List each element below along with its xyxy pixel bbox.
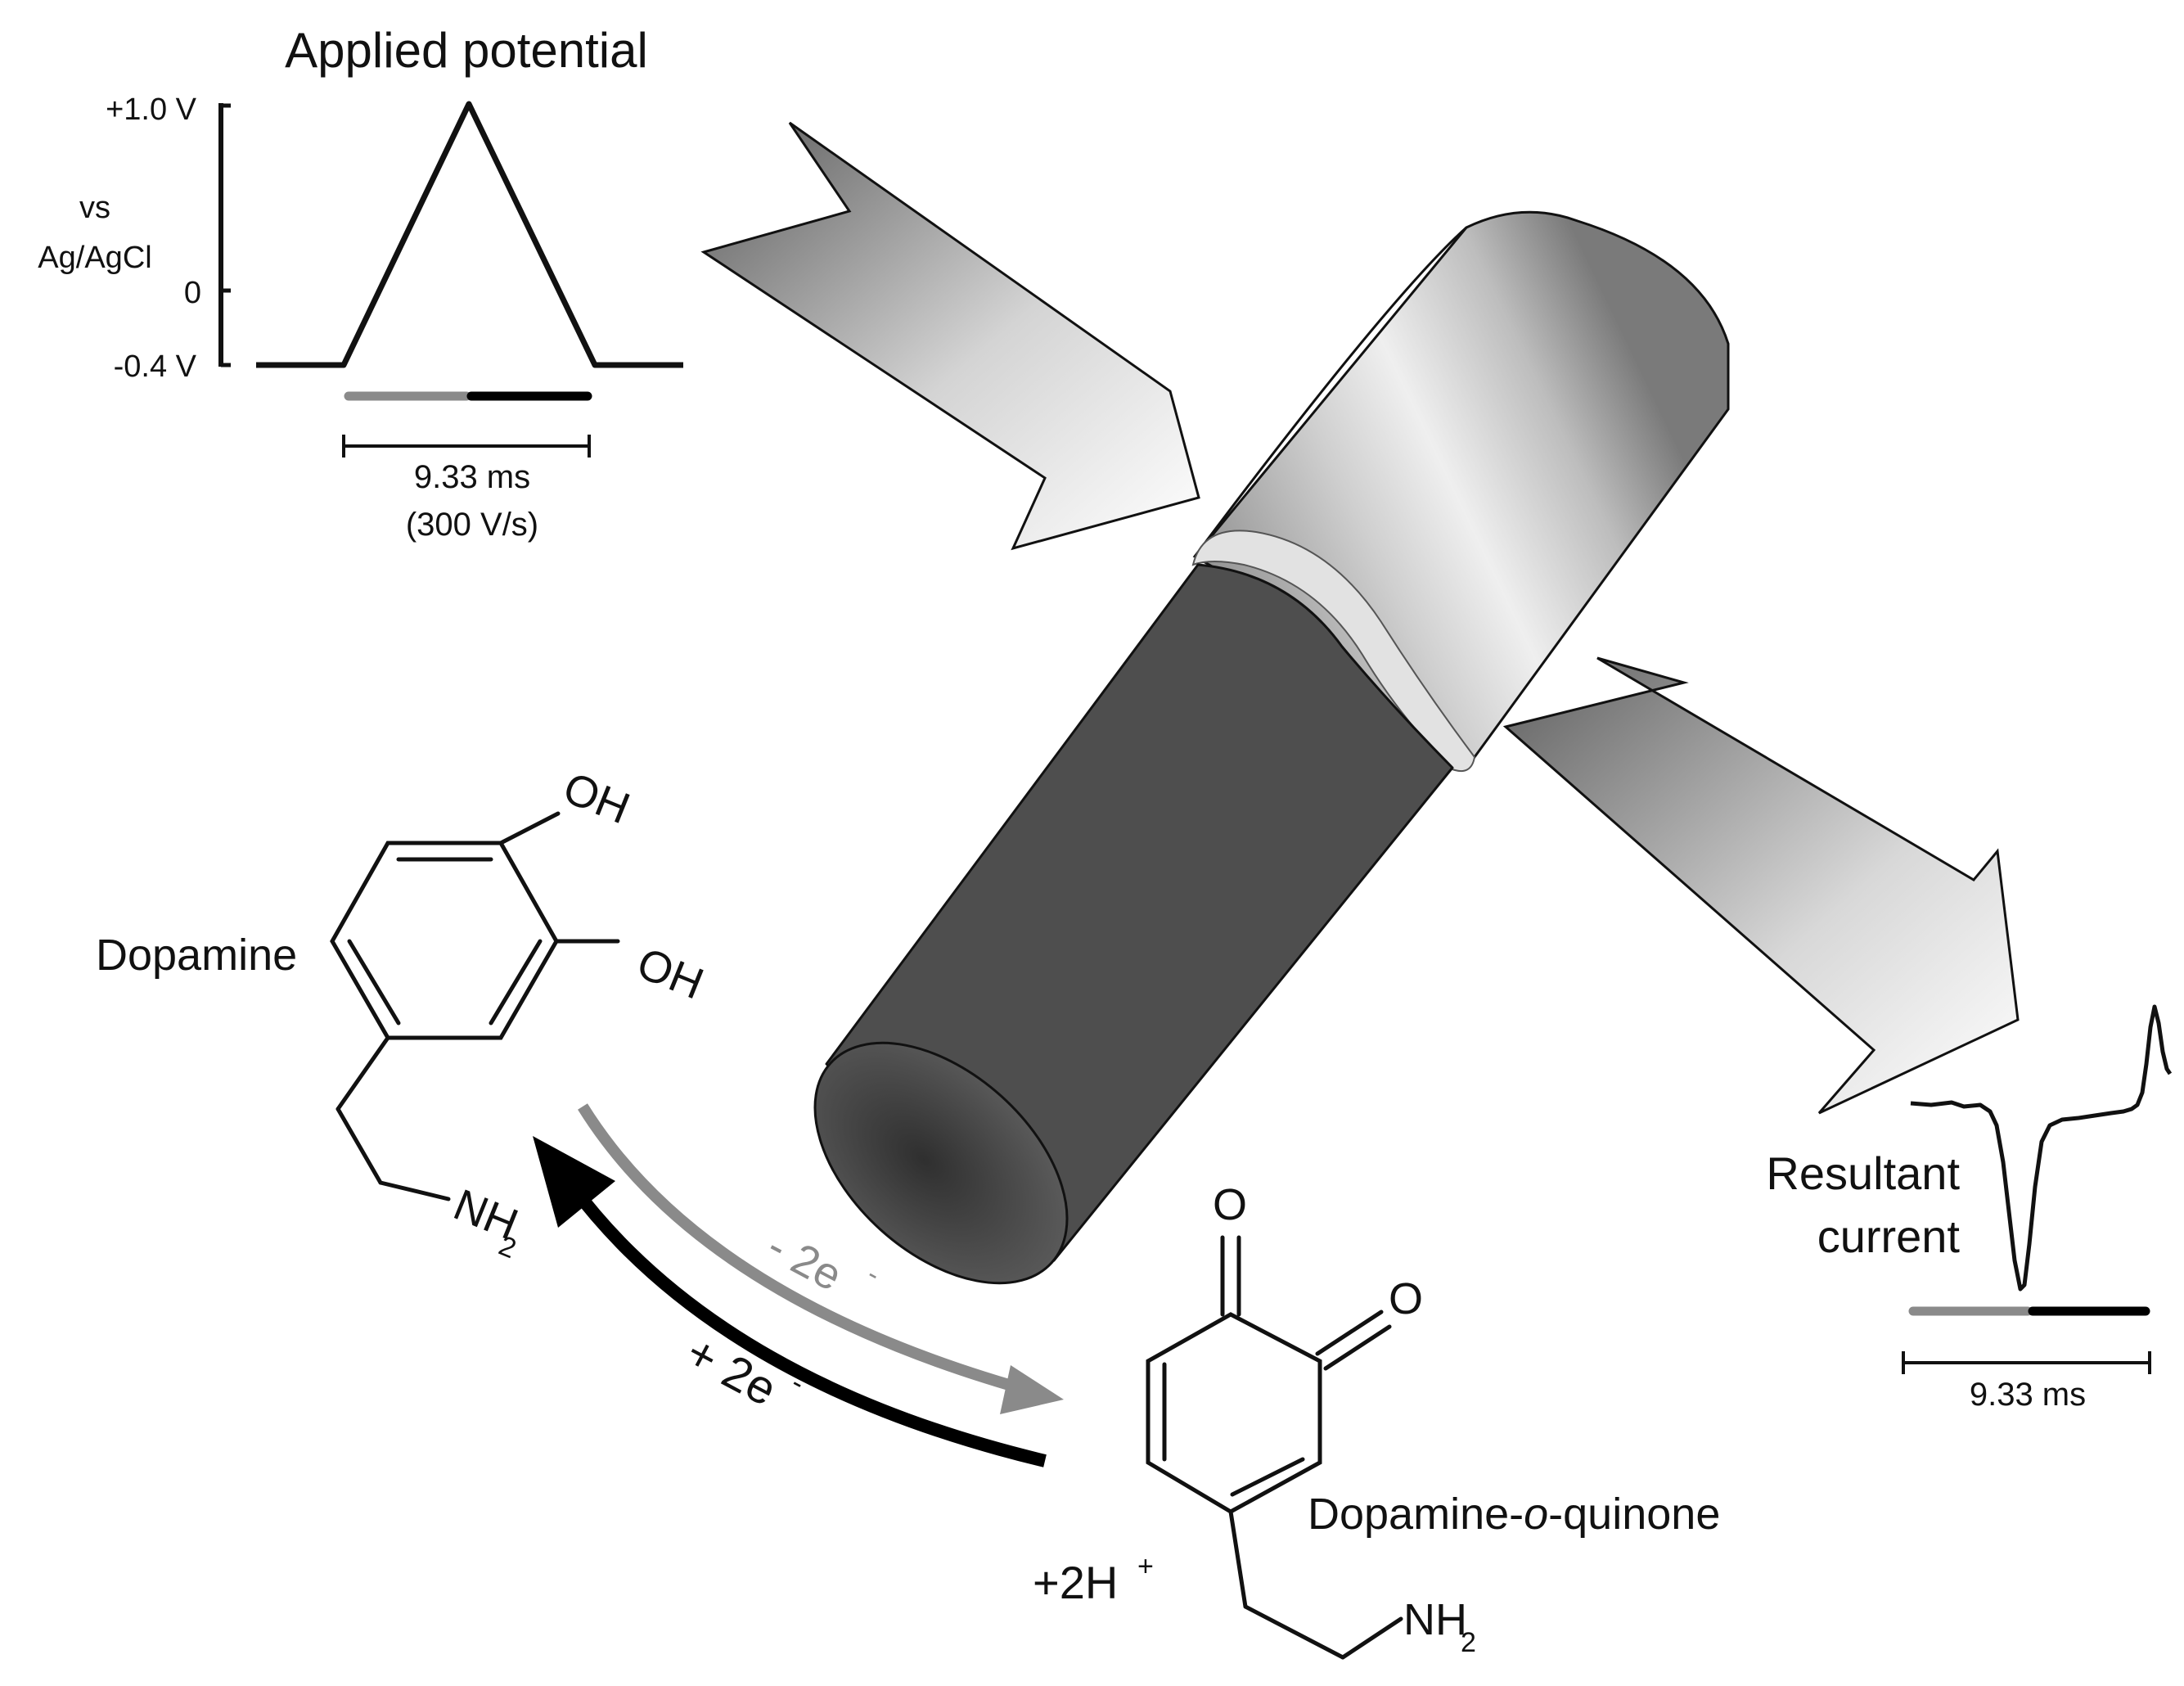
dopamine-hydroxyl-2: OH: [630, 939, 710, 1009]
svg-text:-: -: [862, 1259, 885, 1291]
resultant-current-label-2: current: [1817, 1210, 1961, 1262]
potential-y-axis: [218, 103, 231, 367]
svg-text:+2H: +2H: [1033, 1557, 1118, 1608]
y-tick-label-zero: 0: [184, 276, 201, 310]
quinone-structure: [1146, 1235, 1403, 1660]
current-time-scale-bar: [1902, 1351, 2151, 1374]
input-arrow: [700, 121, 1200, 551]
output-arrow: [1502, 656, 2020, 1115]
applied-potential-panel: Applied potential +1.0 V 0 -0.4 V vs Ag/…: [38, 23, 683, 543]
dopamine-amine: NH 2: [447, 1180, 525, 1264]
protons-label: +2H +: [1033, 1551, 1154, 1608]
resultant-current-panel: Resultant current 9.33 ms: [1766, 1004, 2173, 1413]
y-tick-label-bottom: -0.4 V: [114, 349, 197, 384]
reduction-arrow: [533, 1136, 1047, 1467]
quinone-label: Dopamine-o-quinone: [1308, 1490, 1720, 1539]
dopamine-hydroxyl-1: OH: [556, 763, 637, 833]
reference-electrode-label-vs: vs: [79, 191, 110, 225]
quinone-amine: NH 2: [1403, 1595, 1476, 1658]
oxidation-label: - 2e -: [759, 1221, 885, 1301]
quinone-oxygen-1: O: [1213, 1180, 1247, 1229]
y-tick-label-top: +1.0 V: [106, 92, 197, 127]
dopamine-label: Dopamine: [96, 931, 297, 980]
time-scale-bar: [342, 435, 591, 458]
insulation-collar: [1191, 530, 1476, 773]
carbon-fiber-electrode: [813, 210, 1730, 1285]
svg-text:NH: NH: [1403, 1595, 1467, 1644]
resultant-current-label-1: Resultant: [1766, 1147, 1960, 1199]
dopamine-structure: [330, 811, 620, 1201]
svg-text:2: 2: [1461, 1627, 1476, 1658]
quinone-oxygen-2: O: [1389, 1274, 1423, 1323]
reference-electrode-label: Ag/AgCl: [38, 241, 151, 275]
current-time-scale-label: 9.33 ms: [1970, 1377, 2086, 1413]
svg-text:OH: OH: [630, 939, 710, 1009]
electrode-tip-face: [813, 1041, 1069, 1285]
current-trace: [1910, 1004, 2173, 1292]
time-scale-label: 9.33 ms: [414, 459, 530, 495]
applied-potential-title: Applied potential: [285, 23, 648, 78]
svg-text:+: +: [1137, 1551, 1154, 1582]
scan-rate-label: (300 V/s): [406, 507, 538, 543]
triangle-waveform: [256, 101, 683, 368]
oxidation-arrow: [578, 1103, 1064, 1414]
svg-text:OH: OH: [556, 763, 637, 833]
